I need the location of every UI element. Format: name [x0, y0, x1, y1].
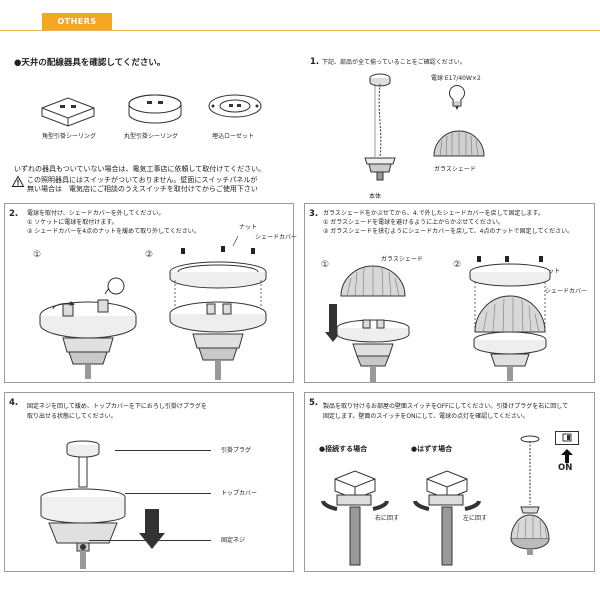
right-turn-label: 右に回す: [375, 515, 400, 522]
step4-plug-illustration: [40, 440, 165, 569]
intro-note-line2: この照明器具にはスイッチがついておりません。壁面にスイッチパネルが: [27, 176, 258, 184]
wall-switch-icon: [555, 431, 579, 445]
step5-line1: 製品を取り付けるお部屋の壁面スイッチをOFFにしてください。引掛けプラグを右に回…: [323, 403, 569, 410]
topcover-leader-line: [125, 493, 211, 494]
step3-line1: ガラスシェードをかぶせてから、4.で外したシェードカバーを戻して固定します。: [323, 210, 544, 217]
step4-plug-label: 引掛プラグ: [221, 447, 252, 454]
recessed-fixture-label: 埋込ローゼット: [212, 133, 255, 140]
step2-line1: 電球を取付け、シェードカバーを外してください。: [27, 210, 165, 217]
plug-leader-line: [115, 450, 211, 451]
step2-cover-label: シェードカバー: [255, 234, 298, 241]
warning-icon: [11, 175, 25, 187]
step3-cover-label: シェードカバー: [545, 288, 588, 295]
step2-number: 2.: [9, 209, 19, 219]
step3-shade-placement-illustration: [325, 265, 410, 382]
connect-rotation-illustration: [321, 470, 389, 566]
screw-leader-line: [89, 540, 211, 541]
step4-line1: 固定ネジを回して緩め、トップカバーを下におろし引掛けプラグを: [27, 403, 207, 410]
step4-line2: 取り出せる状態にしてください。: [27, 413, 117, 420]
square-fixture-label: 角型引掛シーリング: [42, 133, 97, 140]
step4-screw-label: 固定ネジ: [221, 537, 246, 544]
round-ceiling-fixture-illustration: [128, 94, 182, 124]
step3-circle2: ②: [453, 260, 462, 270]
step2-line2: ① ソケットに電球を取付けます。: [27, 219, 118, 226]
on-label: ON: [558, 463, 573, 473]
body-label: 本体: [369, 193, 382, 200]
step1-number: 1.: [310, 57, 320, 67]
bulb-icon: [449, 85, 465, 110]
step4-number: 4.: [9, 398, 19, 408]
intro-note-line3: 無い場合は 電気店にご相談のうえスイッチを取付けてからご使用下さい: [27, 185, 258, 193]
step1-text: 下記、部品が全て揃っていることをご確認ください。: [322, 59, 466, 66]
connect-heading: ●接続する場合: [319, 445, 368, 453]
step2-cover-removal-illustration: [169, 235, 267, 380]
step3-shade-label: ガラスシェード: [381, 256, 423, 263]
step3-number: 3.: [309, 209, 319, 219]
step3-nut-label: ナット: [542, 268, 561, 275]
bulb-label: 電球 E17/40W×2: [431, 75, 481, 82]
step3-line2: ① ガラスシェードを電球を避けるように上からかぶせてください。: [323, 219, 504, 226]
step2-circle1: ①: [33, 250, 42, 260]
step2-nut-label: ナット: [239, 224, 258, 231]
hanging-pendant-illustration: [510, 435, 550, 555]
pendant-body-illustration: [364, 73, 396, 181]
step3-cover-fix-illustration: [469, 256, 551, 381]
remove-rotation-illustration: [413, 470, 481, 566]
step2-socket-illustration: [39, 277, 137, 379]
shade-label: ガラスシェード: [434, 166, 476, 173]
up-arrow-icon: [561, 449, 573, 463]
step2-circle2: ②: [145, 250, 154, 260]
others-tab: OTHERS: [42, 13, 112, 30]
intro-heading: ●天井の配線器具を確認してください。: [14, 58, 166, 68]
step3-circle1: ①: [321, 260, 330, 270]
step3-line3: ② ガラスシェードを挟むようにシェードカバーを戻して、4点のナットで固定してくだ…: [323, 228, 574, 235]
remove-heading: ●はずす場合: [411, 445, 453, 453]
step5-line2: 固定します。壁面のスイッチをONにして、電球の点灯を確認してください。: [323, 413, 529, 420]
step5-number: 5.: [309, 398, 319, 408]
left-turn-label: 左に回す: [463, 515, 488, 522]
recessed-rosette-illustration: [208, 94, 262, 118]
step3-panel: 3. ガラスシェードをかぶせてから、4.で外したシェードカバーを戻して固定します…: [304, 203, 595, 383]
glass-shade-illustration: [433, 130, 485, 157]
round-fixture-label: 丸型引掛シーリング: [124, 133, 179, 140]
intro-note-line1: いずれの器具もついていない場合は、電気工事店に依頼して取付けてください。: [14, 165, 266, 173]
step2-panel: 2. 電球を取付け、シェードカバーを外してください。 ① ソケットに電球を取付け…: [4, 203, 298, 383]
step4-panel: 4. 固定ネジを回して緩め、トップカバーを下におろし引掛けプラグを 取り出せる状…: [4, 392, 294, 572]
header-rule: [0, 30, 600, 31]
step2-line3: ② シェードカバーを4点のナットを緩めて取り外してください。: [27, 228, 200, 235]
step4-topcover-label: トップカバー: [221, 490, 258, 497]
step5-panel: 5. 製品を取り付けるお部屋の壁面スイッチをOFFにしてください。引掛けプラグを…: [304, 392, 595, 572]
square-ceiling-fixture-illustration: [41, 97, 95, 127]
